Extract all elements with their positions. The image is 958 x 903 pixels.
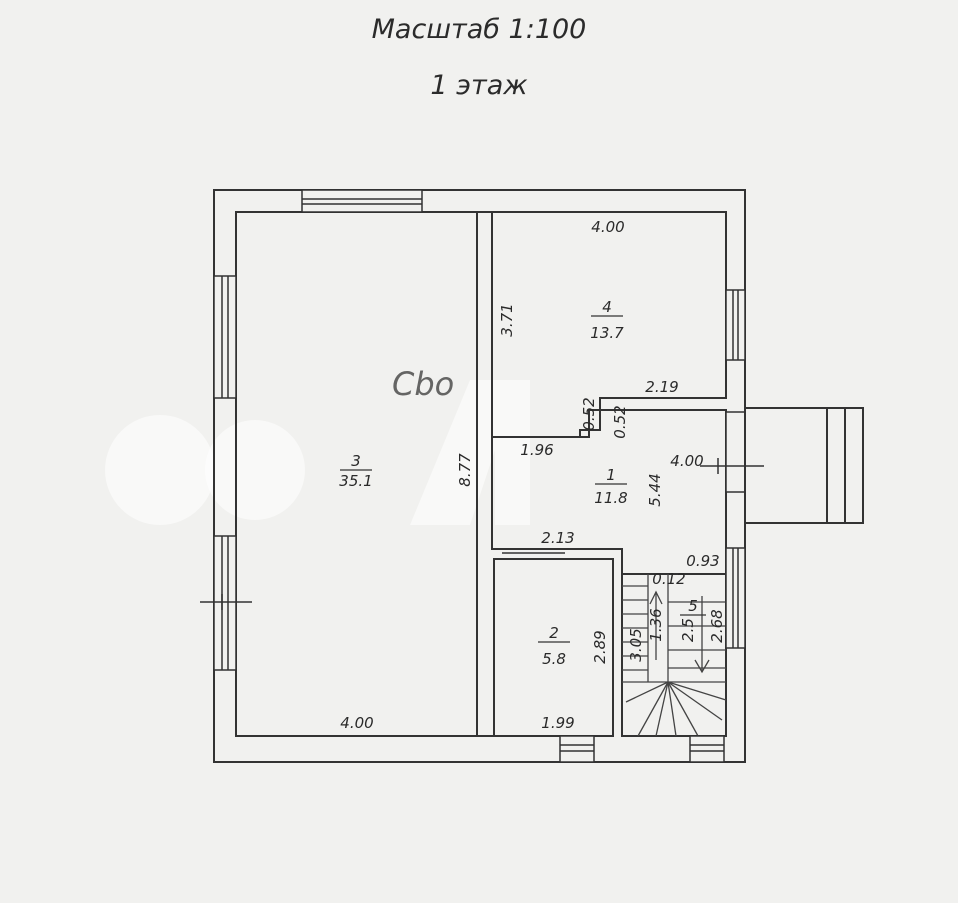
dim-step-left: 0.52 [580, 397, 598, 430]
windows [213, 189, 746, 763]
dim-step-right: 0.52 [611, 405, 629, 438]
dim-r1-height: 5.44 [646, 473, 664, 506]
room-2-label: 2 5.8 [538, 624, 570, 668]
dim-r3-right: 8.77 [456, 453, 474, 487]
room-4-label: 4 13.7 [590, 298, 624, 342]
svg-text:4: 4 [602, 298, 612, 316]
dim-step-horizontal: 2.19 [645, 378, 678, 396]
dim-r2-right: 2.89 [591, 630, 609, 663]
svg-text:2.5: 2.5 [679, 618, 697, 642]
dim-r4-left: 3.71 [498, 303, 516, 336]
svg-text:35.1: 35.1 [339, 472, 372, 490]
svg-text:13.7: 13.7 [590, 324, 624, 342]
dim-stair-a: 3.05 [627, 628, 645, 661]
room-1-label: 1 11.8 [594, 466, 627, 507]
svg-text:3: 3 [351, 452, 361, 470]
svg-text:5.8: 5.8 [542, 650, 566, 668]
watermark-text: Cbo [392, 365, 454, 403]
stair-treads [622, 574, 727, 737]
floor-title: 1 этаж [430, 70, 528, 101]
dim-r4-top: 4.00 [591, 218, 624, 236]
dim-stair-b: 1.36 [647, 608, 665, 641]
dim-r1-top: 1.96 [520, 441, 553, 459]
svg-text:1: 1 [606, 466, 616, 484]
door-marks [200, 458, 764, 610]
scale-title: Масштаб 1:100 [371, 14, 587, 45]
watermark: Cbo [105, 365, 530, 525]
dim-stair-c: 2.68 [708, 609, 726, 642]
dim-r2-bottom: 1.99 [541, 714, 574, 732]
room-5-label: 5 2.5 [679, 597, 706, 642]
svg-text:11.8: 11.8 [594, 489, 627, 507]
dim-stair-gap: 0.12 [652, 570, 685, 588]
svg-text:2: 2 [549, 624, 559, 642]
room-2-outline [493, 558, 614, 737]
dim-r1-width: 4.00 [670, 452, 703, 470]
room-3-label: 3 35.1 [339, 452, 372, 490]
svg-text:5: 5 [688, 597, 698, 615]
dim-r1-bottom: 2.13 [541, 529, 574, 547]
dim-r3-bottom: 4.00 [340, 714, 373, 732]
dim-stair-width: 0.93 [686, 552, 719, 570]
